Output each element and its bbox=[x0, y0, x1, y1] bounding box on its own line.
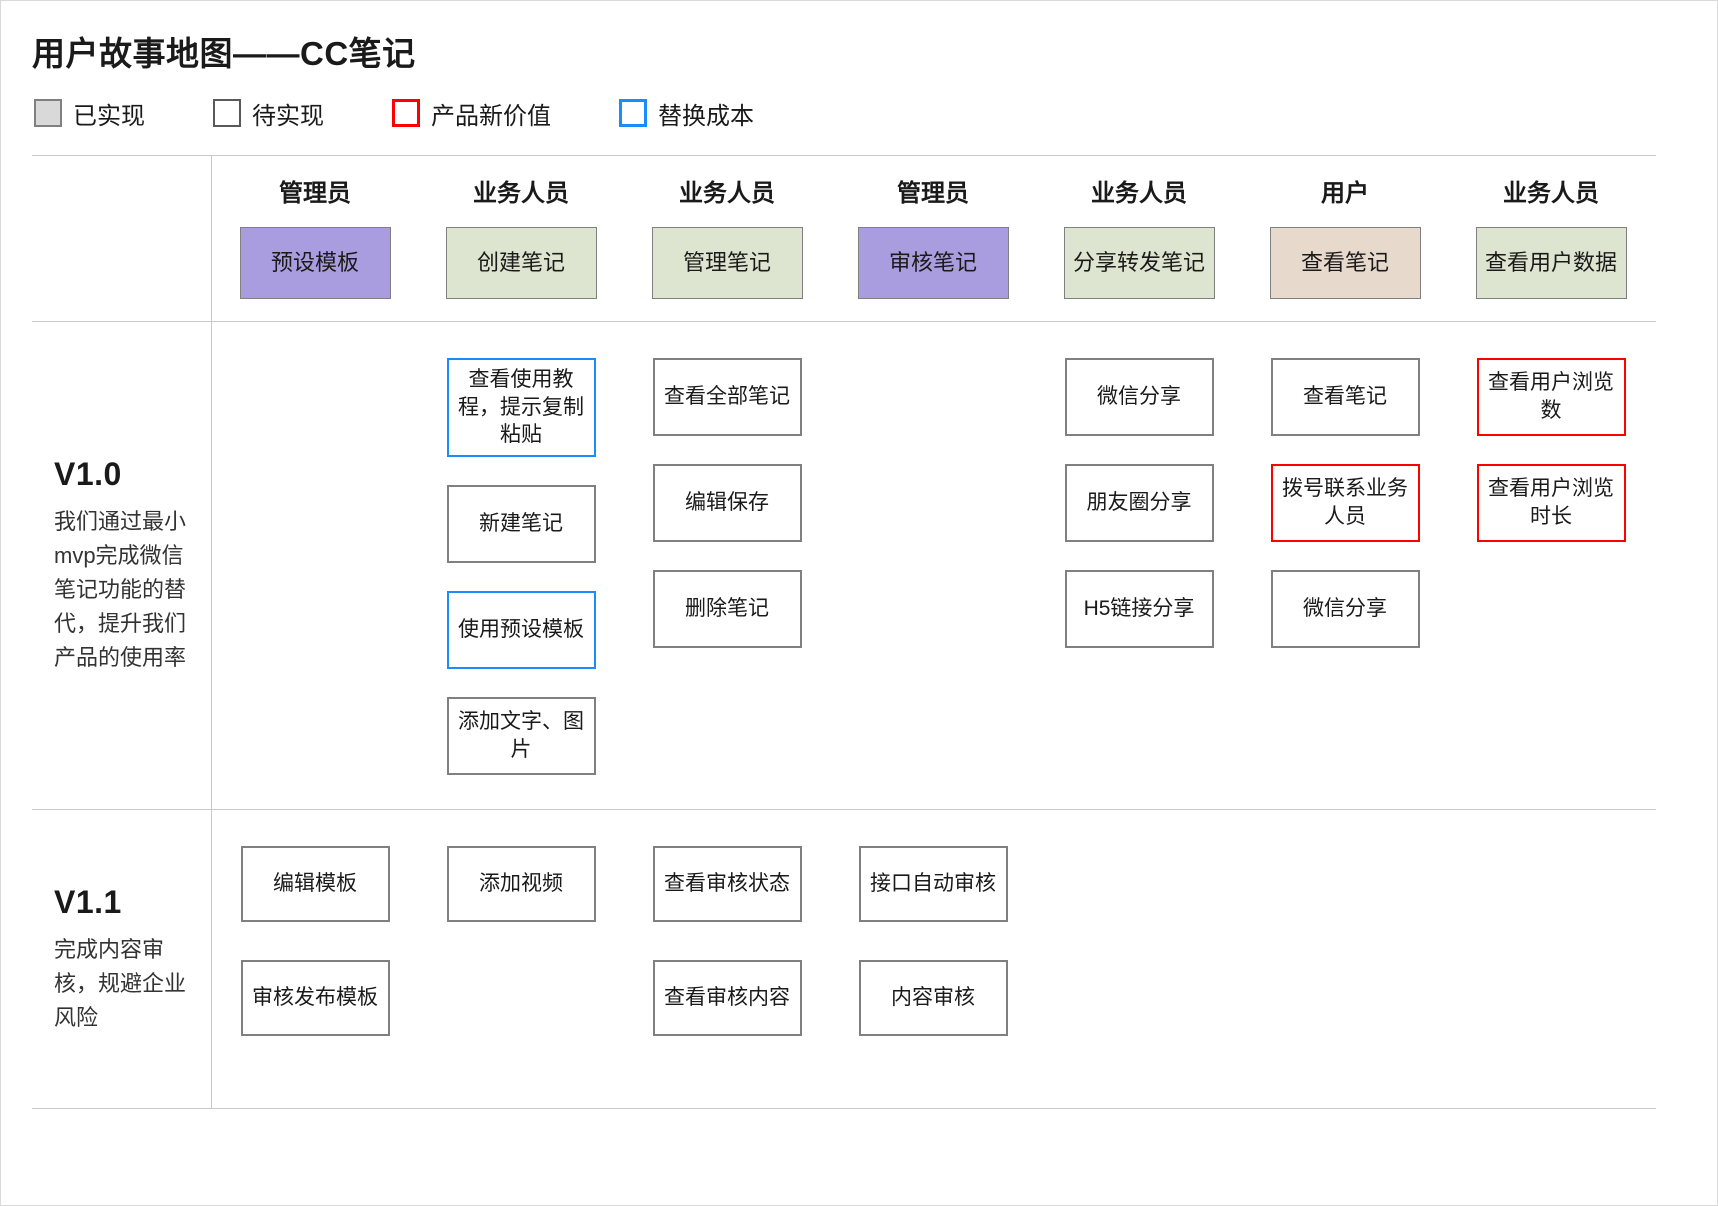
role-title: 管理员 bbox=[279, 180, 351, 208]
release-label-v10: V1.0 我们通过最小mvp完成微信笔记功能的替代，提升我们产品的使用率 bbox=[32, 322, 212, 810]
legend-item: 待实现 bbox=[213, 96, 324, 131]
story-card[interactable]: 查看用户浏览时长 bbox=[1476, 464, 1626, 543]
story-card[interactable]: 朋友圈分享 bbox=[1064, 464, 1214, 543]
activity-column: 业务人员查看用户数据 bbox=[1448, 180, 1654, 300]
role-title: 管理员 bbox=[897, 180, 969, 208]
story-column: 查看审核状态查看审核内容 bbox=[624, 846, 830, 1074]
activity-column: 管理员审核笔记 bbox=[830, 180, 1036, 300]
legend-swatch-icon bbox=[619, 99, 647, 128]
story-card[interactable]: 编辑保存 bbox=[652, 464, 802, 543]
story-card[interactable]: 删除笔记 bbox=[652, 570, 802, 649]
activity-column: 管理员预设模板 bbox=[212, 180, 418, 300]
story-card[interactable]: 编辑模板 bbox=[240, 846, 390, 923]
activity-column: 业务人员管理笔记 bbox=[624, 180, 830, 300]
legend-item: 替换成本 bbox=[619, 96, 754, 131]
story-column: 编辑模板审核发布模板 bbox=[212, 846, 418, 1074]
release-name: V1.0 bbox=[54, 455, 122, 492]
role-title: 用户 bbox=[1321, 180, 1369, 208]
story-column: 查看笔记拨号联系业务人员微信分享 bbox=[1242, 358, 1448, 649]
story-column: 查看用户浏览数查看用户浏览时长 bbox=[1448, 358, 1654, 543]
release-description: 完成内容审核，规避企业风险 bbox=[54, 936, 187, 1030]
activity-columns: 管理员预设模板业务人员创建笔记业务人员管理笔记管理员审核笔记业务人员分享转发笔记… bbox=[212, 156, 1656, 321]
role-title: 业务人员 bbox=[473, 180, 569, 208]
legend-label: 待实现 bbox=[252, 102, 324, 130]
release-description: 我们通过最小mvp完成微信笔记功能的替代，提升我们产品的使用率 bbox=[54, 508, 187, 671]
activity-card[interactable]: 查看笔记 bbox=[1269, 227, 1421, 300]
story-column: 查看使用教程，提示复制粘贴新建笔记使用预设模板添加文字、图片 bbox=[418, 358, 624, 776]
story-card[interactable]: 内容审核 bbox=[858, 960, 1008, 1037]
role-title: 业务人员 bbox=[679, 180, 775, 208]
story-card[interactable]: 查看使用教程，提示复制粘贴 bbox=[446, 358, 596, 458]
activity-card[interactable]: 预设模板 bbox=[239, 227, 391, 300]
story-columns-v11: 编辑模板审核发布模板添加视频查看审核状态查看审核内容接口自动审核内容审核 bbox=[212, 810, 1656, 1108]
story-card[interactable]: 接口自动审核 bbox=[858, 846, 1008, 923]
story-column: 添加视频 bbox=[418, 846, 624, 960]
activity-card[interactable]: 分享转发笔记 bbox=[1063, 227, 1215, 300]
activity-header-row: 管理员预设模板业务人员创建笔记业务人员管理笔记管理员审核笔记业务人员分享转发笔记… bbox=[32, 156, 1656, 323]
legend-item: 产品新价值 bbox=[392, 96, 551, 131]
story-card[interactable]: 审核发布模板 bbox=[240, 960, 390, 1037]
activity-card[interactable]: 查看用户数据 bbox=[1475, 227, 1627, 300]
story-card[interactable]: 使用预设模板 bbox=[446, 591, 596, 670]
story-card[interactable]: 微信分享 bbox=[1064, 358, 1214, 437]
role-title: 业务人员 bbox=[1503, 180, 1599, 208]
legend-label: 产品新价值 bbox=[431, 102, 551, 130]
story-map-grid: 管理员预设模板业务人员创建笔记业务人员管理笔记管理员审核笔记业务人员分享转发笔记… bbox=[32, 155, 1656, 1110]
story-card[interactable]: 拨号联系业务人员 bbox=[1270, 464, 1420, 543]
release-row-v10: V1.0 我们通过最小mvp完成微信笔记功能的替代，提升我们产品的使用率 查看使… bbox=[32, 322, 1656, 811]
activity-column: 业务人员分享转发笔记 bbox=[1036, 180, 1242, 300]
story-card[interactable]: 微信分享 bbox=[1270, 570, 1420, 649]
activity-card[interactable]: 管理笔记 bbox=[651, 227, 803, 300]
legend-swatch-icon bbox=[213, 99, 241, 128]
activity-column: 用户查看笔记 bbox=[1242, 180, 1448, 300]
legend-label: 已实现 bbox=[73, 102, 145, 130]
legend-item: 已实现 bbox=[34, 96, 145, 131]
story-card[interactable]: 添加文字、图片 bbox=[446, 697, 596, 776]
story-column: 接口自动审核内容审核 bbox=[830, 846, 1036, 1074]
story-card[interactable]: H5链接分享 bbox=[1064, 570, 1214, 649]
story-card[interactable]: 查看笔记 bbox=[1270, 358, 1420, 437]
story-card[interactable]: 查看审核内容 bbox=[652, 960, 802, 1037]
legend-label: 替换成本 bbox=[658, 102, 754, 130]
story-card[interactable]: 新建笔记 bbox=[446, 485, 596, 564]
legend-swatch-icon bbox=[392, 99, 420, 128]
story-card[interactable]: 查看全部笔记 bbox=[652, 358, 802, 437]
legend: 已实现 待实现 产品新价值 替换成本 bbox=[34, 96, 1717, 130]
activity-card[interactable]: 创建笔记 bbox=[445, 227, 597, 300]
story-columns-v10: 查看使用教程，提示复制粘贴新建笔记使用预设模板添加文字、图片查看全部笔记编辑保存… bbox=[212, 322, 1656, 809]
story-column: 查看全部笔记编辑保存删除笔记 bbox=[624, 358, 830, 649]
release-name: V1.1 bbox=[54, 883, 122, 920]
story-card[interactable]: 查看用户浏览数 bbox=[1476, 358, 1626, 437]
story-column: 微信分享朋友圈分享 H5链接分享 bbox=[1036, 358, 1242, 649]
release-label-v11: V1.1 完成内容审核，规避企业风险 bbox=[32, 810, 212, 1109]
activity-card[interactable]: 审核笔记 bbox=[857, 227, 1009, 300]
header-row-label-spacer bbox=[32, 156, 212, 322]
page-title: 用户故事地图——CC笔记 bbox=[32, 35, 416, 72]
activity-column: 业务人员创建笔记 bbox=[418, 180, 624, 300]
story-card[interactable]: 查看审核状态 bbox=[652, 846, 802, 923]
role-title: 业务人员 bbox=[1091, 180, 1187, 208]
story-card[interactable]: 添加视频 bbox=[446, 846, 596, 923]
release-row-v11: V1.1 完成内容审核，规避企业风险 编辑模板审核发布模板添加视频查看审核状态查… bbox=[32, 810, 1656, 1109]
legend-swatch-icon bbox=[34, 99, 62, 128]
